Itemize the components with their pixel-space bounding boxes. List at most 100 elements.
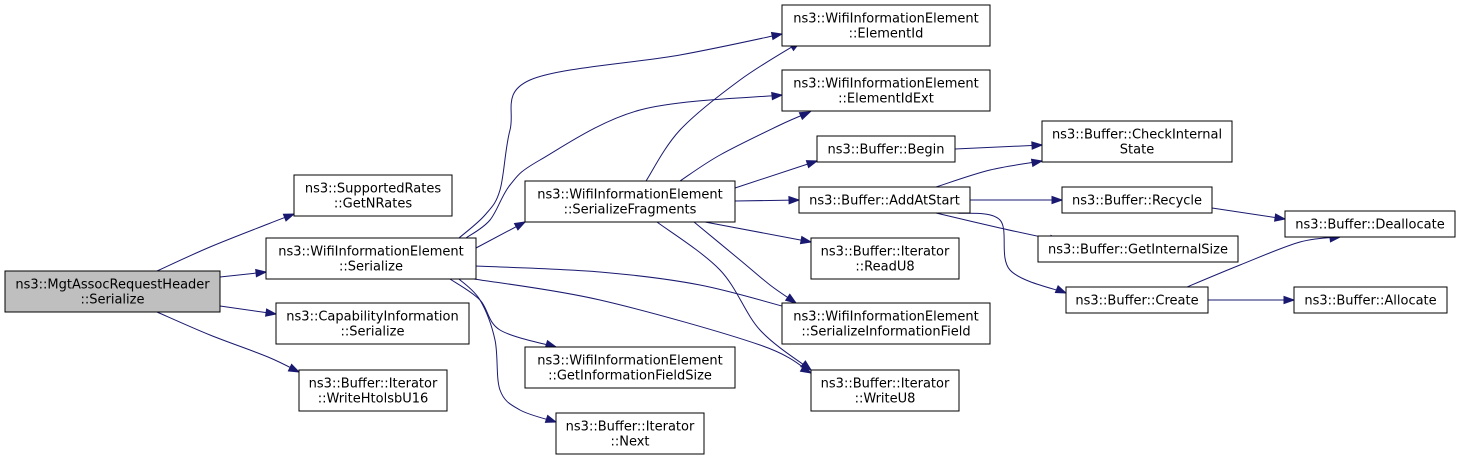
call-edge-buffer_recycle-to-buffer_deallocate: [1211, 207, 1287, 222]
edge-arrowhead: [800, 360, 813, 371]
node-box: [1293, 286, 1448, 314]
node-wie-elementidext[interactable]: ns3::WifiInformationElement::ElementIdEx…: [781, 69, 991, 112]
edge-line: [1211, 207, 1286, 220]
node-box: [265, 237, 477, 280]
node-label-line: ns3::Buffer::Iterator: [309, 377, 438, 392]
node-capinfo-serialize[interactable]: ns3::CapabilityInformation::Serialize: [275, 302, 470, 345]
node-wie-getinfofieldsize[interactable]: ns3::WifiInformationElement::GetInformat…: [524, 346, 736, 389]
node-box: [1284, 210, 1456, 238]
edge-arrowhead: [1283, 295, 1296, 305]
node-label-line: ns3::MgtAssocRequestHeader: [15, 278, 210, 293]
node-label-line: ::GetNRates: [334, 197, 412, 212]
edge-arrowhead: [1031, 141, 1044, 150]
call-edge-buffer_addatstart-to-buffer_recycle: [970, 195, 1064, 205]
edge-line: [734, 199, 800, 202]
node-label-line: State: [1120, 143, 1154, 158]
edge-line: [473, 278, 812, 374]
edge-arrowhead: [771, 91, 784, 101]
node-label-line: ns3::WifiInformationElement: [793, 310, 979, 325]
edge-line: [679, 111, 811, 182]
node-box: [798, 186, 971, 214]
node-box: [1065, 286, 1209, 314]
node-box: [555, 412, 705, 455]
node-label-line: ns3::WifiInformationElement: [278, 245, 464, 260]
edge-arrowhead: [513, 221, 527, 231]
call-edge-wie_serialize-to-wie_serializefragments: [475, 221, 527, 249]
node-buffer-begin[interactable]: ns3::Buffer::Begin: [816, 135, 956, 163]
node-buffer-getinternalsize[interactable]: ns3::Buffer::GetInternalSize: [1037, 235, 1239, 263]
node-label-line: ::GetInformationFieldSize: [548, 369, 712, 384]
node-label-line: ns3::Buffer::Recycle: [1072, 194, 1202, 209]
edge-arrowhead: [799, 235, 813, 245]
node-iter-writehtolsbu16[interactable]: ns3::Buffer::Iterator::WriteHtolsbU16: [298, 369, 448, 412]
call-edge-wie_serializefragments-to-buffer_begin: [734, 160, 819, 189]
edge-line: [935, 160, 1043, 188]
call-edge-wie_serialize-to-wie_elementid: [458, 31, 784, 239]
edge-line: [1186, 236, 1341, 288]
edge-arrowhead: [265, 308, 278, 317]
node-wie-elementid[interactable]: ns3::WifiInformationElement::ElementId: [781, 4, 991, 47]
call-edge-wie_serialize-to-wie_serializeinfofield: [475, 265, 798, 312]
node-buffer-create[interactable]: ns3::Buffer::Create: [1065, 286, 1209, 314]
node-label-line: ::ElementId: [849, 27, 924, 42]
node-label-line: ns3::SupportedRates: [305, 182, 441, 197]
call-edge-wie_serializefragments-to-iter_writeu8: [656, 221, 813, 371]
node-box: [810, 237, 960, 280]
node-wie-serialize[interactable]: ns3::WifiInformationElement::Serialize: [265, 237, 477, 280]
edge-arrowhead: [1051, 195, 1064, 205]
call-edge-wie_serializefragments-to-wie_elementidext: [679, 111, 812, 182]
edge-arrowhead: [1274, 213, 1287, 222]
call-edge-buffer_create-to-buffer_allocate: [1208, 295, 1296, 305]
edge-line: [734, 160, 818, 189]
node-box: [1037, 235, 1239, 263]
edge-line: [458, 33, 783, 239]
node-label-line: ::SerializeFragments: [564, 203, 697, 218]
call-edge-mgt_serialize-to-capinfo_serialize: [219, 305, 278, 317]
node-box: [298, 369, 448, 412]
edge-arrowhead: [805, 160, 819, 169]
node-box: [816, 135, 956, 163]
edge-arrowhead: [798, 111, 812, 121]
node-iter-next[interactable]: ns3::Buffer::Iterator::Next: [555, 412, 705, 455]
call-edge-wie_serializefragments-to-wie_elementid: [645, 41, 802, 182]
node-box: [275, 302, 470, 345]
call-edges: [156, 31, 1342, 423]
node-label-line: ::Serialize: [339, 260, 403, 275]
node-buffer-deallocate[interactable]: ns3::Buffer::Deallocate: [1284, 210, 1456, 238]
edge-arrowhead: [282, 213, 296, 222]
node-label-line: ns3::Buffer::Deallocate: [1295, 218, 1444, 233]
node-box: [524, 180, 736, 223]
call-edge-mgt_serialize-to-wie_serialize: [219, 268, 268, 278]
call-edge-buffer_addatstart-to-buffer_checkinternalstate: [935, 158, 1044, 188]
node-buffer-addatstart[interactable]: ns3::Buffer::AddAtStart: [798, 186, 971, 214]
node-box: [1061, 186, 1213, 214]
node-label-line: ::SerializeInformationField: [801, 325, 970, 340]
node-label-line: ns3::WifiInformationElement: [793, 12, 979, 27]
call-edge-buffer_begin-to-buffer_checkinternalstate: [954, 141, 1044, 150]
call-edge-wie_serialize-to-wie_elementidext: [465, 91, 784, 239]
edge-line: [465, 94, 783, 239]
call-edge-wie_serializefragments-to-iter_readu8: [704, 221, 813, 245]
node-box: [293, 174, 453, 217]
node-iter-readu8[interactable]: ns3::Buffer::Iterator::ReadU8: [810, 237, 960, 280]
node-supported-getnrates[interactable]: ns3::SupportedRates::GetNRates: [293, 174, 453, 217]
call-edge-mgt_serialize-to-iter_writehtolsbu16: [156, 311, 301, 373]
node-box: [781, 4, 991, 47]
node-iter-writeu8[interactable]: ns3::Buffer::Iterator::WriteU8: [810, 369, 960, 412]
node-wie-serializefragments[interactable]: ns3::WifiInformationElement::SerializeFr…: [524, 180, 736, 223]
node-label-line: ns3::Buffer::Allocate: [1304, 294, 1436, 309]
node-mgt-serialize: ns3::MgtAssocRequestHeader::Serialize: [4, 270, 221, 313]
edge-line: [449, 278, 557, 348]
node-label-line: ns3::WifiInformationElement: [537, 188, 723, 203]
node-buffer-allocate[interactable]: ns3::Buffer::Allocate: [1293, 286, 1448, 314]
edge-line: [956, 212, 1067, 294]
node-wie-serializeinfofield[interactable]: ns3::WifiInformationElement::SerializeIn…: [781, 302, 991, 345]
call-edge-wie_serializefragments-to-buffer_addatstart: [734, 195, 801, 205]
node-label-line: ::Next: [610, 435, 649, 450]
node-label-line: ns3::CapabilityInformation: [286, 310, 458, 325]
node-label-line: ns3::Buffer::CheckInternal: [1052, 128, 1222, 143]
node-buffer-recycle[interactable]: ns3::Buffer::Recycle: [1061, 186, 1213, 214]
call-edge-buffer_addatstart-to-buffer_create: [956, 212, 1068, 294]
